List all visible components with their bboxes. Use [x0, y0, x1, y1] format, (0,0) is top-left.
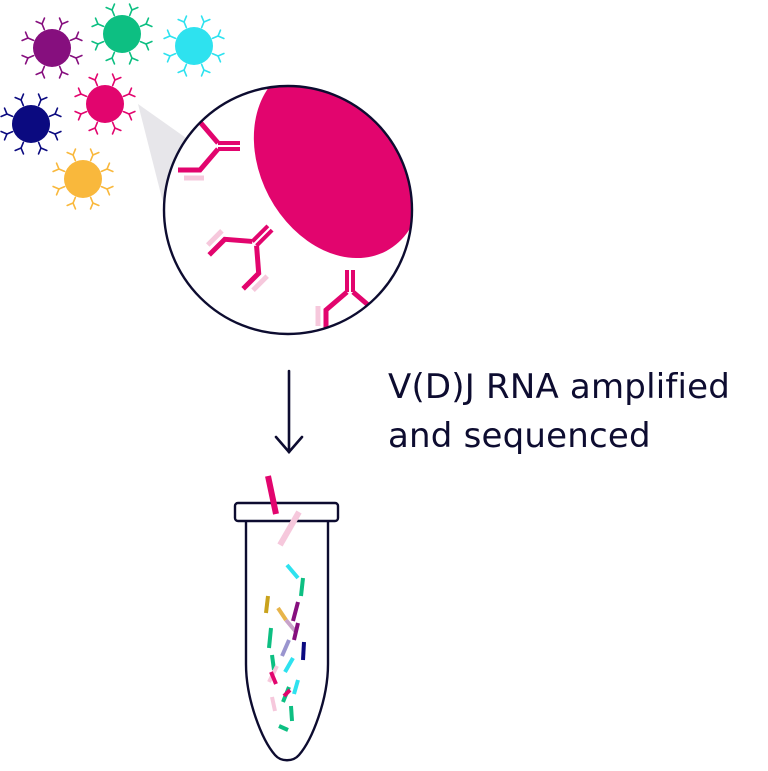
- rna-fragment-icon: [292, 679, 300, 695]
- rna-fragment-icon: [270, 696, 277, 712]
- tube-icon: [233, 501, 340, 762]
- rna-fragment-icon: [267, 627, 273, 649]
- antibody-icon: [88, 121, 99, 135]
- rna-fragment-icon: [292, 622, 300, 641]
- rna-fragment-icon: [301, 641, 306, 661]
- rna-fragment-icon: [289, 705, 294, 722]
- down-arrow-icon: [274, 369, 304, 454]
- rna-fragment-icon: [269, 671, 278, 685]
- antibody-icon: [211, 52, 225, 63]
- antibody-icon: [200, 63, 211, 77]
- antibody-icon: [100, 185, 114, 196]
- cyan-cell: [163, 15, 225, 77]
- antibody-icon: [89, 148, 100, 162]
- navy-cell: [0, 93, 62, 155]
- magenta-cell: [74, 73, 136, 135]
- rna-fragment-icon: [270, 654, 276, 671]
- zoom-callout: [162, 84, 414, 336]
- rna-fragment-icon: [277, 510, 302, 547]
- caption-line-2: and sequenced: [388, 416, 651, 456]
- antibody-icon: [89, 196, 100, 210]
- rna-fragment-icon: [280, 639, 291, 657]
- antibody-icon: [105, 51, 116, 65]
- antibody-icon: [0, 107, 14, 118]
- rna-fragment-icon: [285, 563, 300, 580]
- rna-fragment-icon: [283, 657, 295, 673]
- antibody-icon: [69, 31, 83, 42]
- caption-line-1: V(D)J RNA amplified: [388, 367, 731, 407]
- rna-fragment-icon: [264, 595, 270, 614]
- rna-fragment-icon: [265, 475, 279, 515]
- antibody-icon: [111, 121, 122, 135]
- antibody-icon: [100, 162, 114, 173]
- antibody-icon: [37, 141, 48, 155]
- antibody-icon: [58, 65, 69, 79]
- antibody-icon: [74, 87, 88, 98]
- antibody-icon: [21, 54, 35, 65]
- green-cell: [91, 3, 153, 65]
- antibody-icon: [35, 17, 46, 31]
- antibody-icon: [177, 15, 188, 29]
- antibody-icon: [21, 31, 35, 42]
- antibody-icon: [139, 17, 153, 28]
- antibody-icon: [66, 196, 77, 210]
- antibody-icon: [35, 65, 46, 79]
- antibody-icon: [58, 17, 69, 31]
- antibody-icon: [128, 51, 139, 65]
- antibody-icon: [163, 52, 177, 63]
- rna-fragment-icon: [276, 606, 288, 622]
- antibody-icon: [37, 93, 48, 107]
- antibody-icon: [88, 73, 99, 87]
- rna-fragment-icon: [278, 724, 289, 732]
- rna-fragment-icon: [282, 688, 292, 698]
- cell-cluster: [0, 3, 225, 210]
- antibody-icon: [211, 29, 225, 40]
- antibody-icon: [48, 130, 62, 141]
- antibody-icon: [128, 3, 139, 17]
- antibody-icon: [48, 107, 62, 118]
- antibody-icon: [163, 29, 177, 40]
- antibody-icon: [122, 110, 136, 121]
- rna-fragment-icon: [291, 601, 300, 622]
- antibody-icon: [122, 87, 136, 98]
- antibody-icon: [177, 63, 188, 77]
- antibody-icon: [91, 17, 105, 28]
- antibody-icon: [206, 224, 274, 292]
- antibody-icon: [14, 141, 25, 155]
- antibody-icon: [14, 93, 25, 107]
- antibody-icon: [52, 162, 66, 173]
- antibody-icon: [66, 148, 77, 162]
- rna-fragments: [264, 475, 306, 732]
- amber-cell: [52, 148, 114, 210]
- antibody-icon: [200, 15, 211, 29]
- rna-fragment-icon: [299, 577, 305, 597]
- antibody-icon: [91, 40, 105, 51]
- antibody-icon: [69, 54, 83, 65]
- process-caption: V(D)J RNA amplified and sequenced: [388, 363, 730, 461]
- antibody-icon: [139, 40, 153, 51]
- zoom-wedge: [138, 104, 196, 222]
- antibody-icon: [52, 185, 66, 196]
- antibody-icon: [105, 3, 116, 17]
- antibody-icon: [74, 110, 88, 121]
- antibody-icon: [111, 73, 122, 87]
- purple-cell: [21, 17, 83, 79]
- antibody-icon: [0, 130, 14, 141]
